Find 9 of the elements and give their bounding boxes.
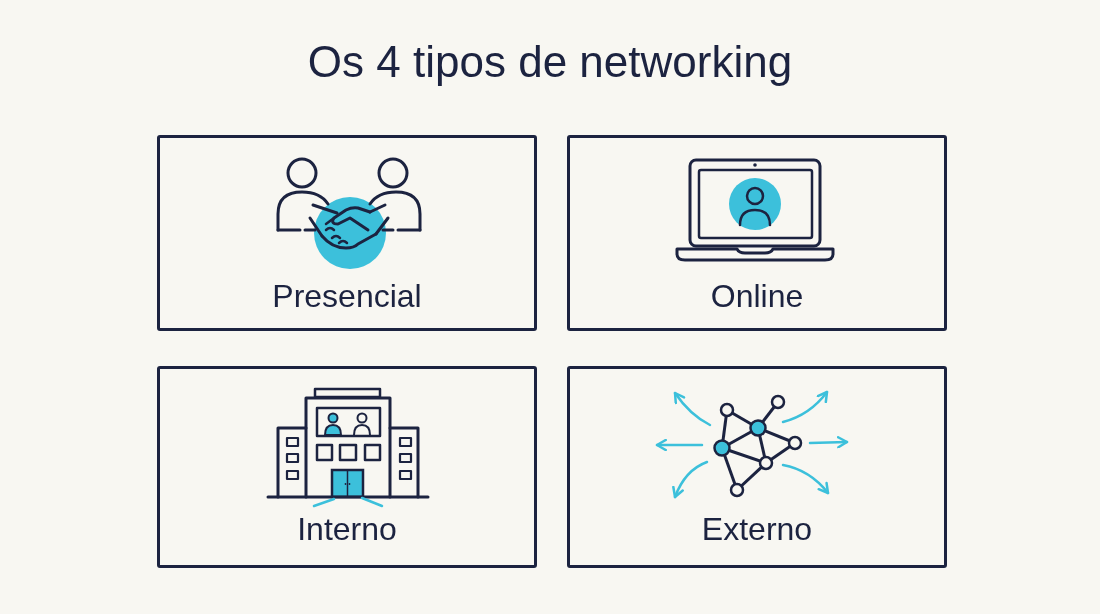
category-card: [157, 135, 537, 331]
card-label: Externo: [701, 510, 813, 548]
category-card: [157, 366, 537, 568]
title: Os 4 tipos de networking: [307, 36, 793, 88]
card-label: Online: [710, 277, 804, 315]
card-label: Interno: [297, 510, 397, 548]
category-card: [567, 366, 947, 568]
card-label: Presencial: [272, 277, 422, 315]
category-card: [567, 135, 947, 331]
